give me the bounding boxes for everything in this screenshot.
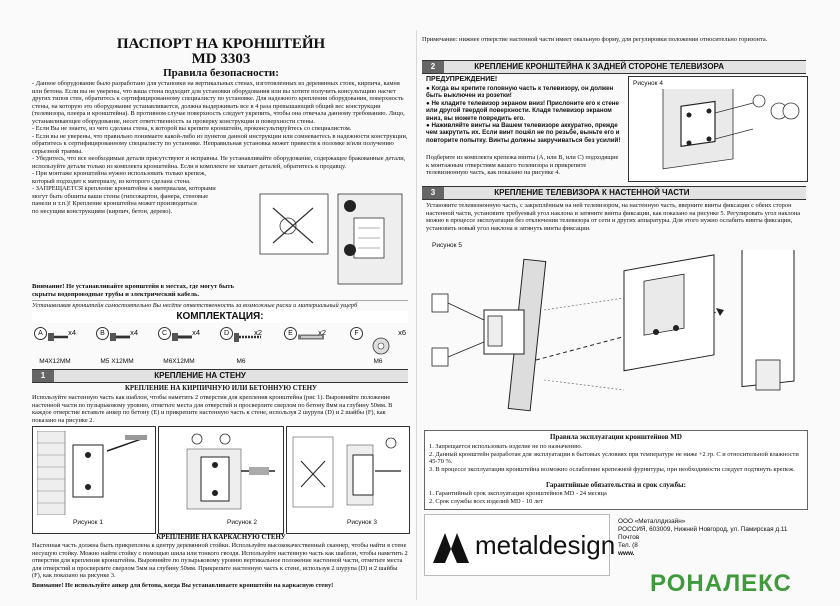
step1-subtitle: КРЕПЛЕНИЕ НА КИРПИЧНУЮ ИЛИ БЕТОННУЮ СТЕН… <box>124 385 317 392</box>
attention-text: Внимание! Не устанавливайте кронштейн в … <box>32 283 235 298</box>
kit-item-d: D x2 M6 <box>218 325 264 365</box>
figure-2-label: Рисунок 2 <box>227 519 257 526</box>
step1-header: 1 КРЕПЛЕНИЕ НА СТЕНУ <box>32 369 408 383</box>
warning-title: ПРЕДУПРЕЖДЕНИЕ! <box>426 76 498 83</box>
screw-icon <box>48 333 68 341</box>
step1-text: Используйте настенную часть как шаблон, … <box>32 394 393 424</box>
screw-icon <box>110 333 130 341</box>
kit-heading: КОМПЛЕКТАЦИЯ: <box>176 311 264 322</box>
kit-qty: x2 <box>254 328 262 337</box>
step3-title: КРЕПЛЕНИЕ ТЕЛЕВИЗОРА К НАСТЕННОЙ ЧАСТИ <box>494 188 690 197</box>
kit-heading-bar: КОМПЛЕКТАЦИЯ: <box>32 311 408 323</box>
kit-letter: E <box>284 327 297 340</box>
kit-name: M5 X12MM <box>100 358 134 365</box>
kit-letter: A <box>34 327 47 340</box>
step1-number: 1 <box>32 370 54 382</box>
guarantee-title: Гарантийные обязательства и срок службы: <box>546 481 686 489</box>
safety-text: - Данное оборудование было разработано д… <box>32 80 408 215</box>
page-fold <box>416 30 417 600</box>
frame-wall-text: Настенная часть должна быть прикреплена … <box>32 542 408 579</box>
step2-number: 2 <box>422 61 444 73</box>
brand-name: metaldesign <box>475 530 616 560</box>
figure-1-label: Рисунок 1 <box>73 519 103 526</box>
company-web: www. <box>618 550 635 557</box>
brand-mark-icon <box>431 525 471 565</box>
company-phone: Тел. (8 <box>618 542 638 549</box>
figure-4-label: Рисунок 4 <box>633 80 663 87</box>
kit-letter: B <box>96 327 109 340</box>
guarantee-text: 1. Гарантийный срок эксплуатации кронште… <box>429 490 607 505</box>
figure-2: Рисунок 2 <box>158 426 284 534</box>
company-post: Почтов <box>618 534 640 541</box>
figure-3-drawing <box>292 436 401 508</box>
model-number: MD 3303 <box>191 51 251 67</box>
disclaimer-text: Устанавливая кронштейн самостоятельно Вы… <box>32 300 408 310</box>
safety-illustration <box>259 193 403 285</box>
note-text: Примечание: нижнее отверстие настенной ч… <box>422 36 768 43</box>
kit-name: M6 <box>236 358 246 365</box>
kit-item-f: F x6 M6 <box>348 325 408 365</box>
figure-5: Рисунок 5 <box>424 236 804 428</box>
company-address: РОССИЯ, 603009, Нижний Новгород, ул. Пам… <box>618 526 788 533</box>
right-column: Примечание: нижнее отверстие настенной ч… <box>422 36 808 592</box>
frame-wall-subtitle: КРЕПЛЕНИЕ НА КАРКАСНУЮ СТЕНУ <box>156 534 286 541</box>
figure-2-drawing <box>186 433 275 510</box>
brand-logo: metaldesign <box>424 514 615 576</box>
rules-title: Правила эксплуатации кронштейнов MD <box>550 433 682 441</box>
figure-1: Рисунок 1 <box>32 426 156 534</box>
figure-1-drawing <box>37 431 148 515</box>
figure-4-drawing <box>662 89 800 170</box>
kit-qty: x6 <box>398 328 406 337</box>
kit-qty: x4 <box>192 328 200 337</box>
ronaleks-watermark: РОНАЛЕКС <box>650 570 792 597</box>
step3-text: Установите телевизионную часть, с закреп… <box>426 202 801 232</box>
warnings-list: ● Когда вы крепите головную часть к теле… <box>426 85 621 144</box>
figure-5-drawing <box>431 250 795 412</box>
kit-letter: C <box>158 327 171 340</box>
screw-icon <box>172 333 192 341</box>
kit-letter: D <box>220 327 233 340</box>
passport-title: ПАСПОРТ НА КРОНШТЕЙН <box>116 36 326 52</box>
step3-number: 3 <box>422 187 444 199</box>
kit-letter: F <box>350 327 363 340</box>
lag-bolt-icon <box>234 333 261 342</box>
frame-wall-warning: Внимание! Не используйте анкер для бетон… <box>32 582 334 589</box>
step2-title: КРЕПЛЕНИЕ КРОНШТЕЙНА К ЗАДНЕЙ СТОРОНЕ ТЕ… <box>474 62 724 71</box>
company-block: ООО «Металлдизайн» РОССИЯ, 603009, Нижни… <box>618 518 806 558</box>
rules-text: 1. Запрещается использовать изделие не п… <box>429 443 799 473</box>
kit-item-c: C x4 M6X12MM <box>156 325 202 365</box>
step1-title: КРЕПЛЕНИЕ НА СТЕНУ <box>154 371 246 380</box>
kit-name: M6X12MM <box>163 358 195 365</box>
figure-3: Рисунок 3 <box>286 426 410 534</box>
kit-item-b: B x4 M5 X12MM <box>94 325 140 365</box>
washer-icon <box>372 337 390 355</box>
kit-row: A x4 M4X12MM B x4 M5 X12MM C x4 M6X12MM … <box>32 325 408 367</box>
anchor-icon <box>298 334 324 340</box>
figure-3-label: Рисунок 3 <box>347 519 377 526</box>
kit-item-e: E x2 <box>282 325 328 365</box>
left-column: ПАСПОРТ НА КРОНШТЕЙН MD 3303 Правила без… <box>32 36 410 592</box>
kit-qty: x4 <box>130 328 138 337</box>
figure-5-label: Рисунок 5 <box>432 242 462 249</box>
kit-name: M4X12MM <box>39 358 71 365</box>
kit-qty: x2 <box>318 328 326 337</box>
step2-text: Подберите из комплекта крепежа винты (A,… <box>426 154 619 176</box>
rules-box: Правила эксплуатации кронштейнов MD 1. З… <box>424 430 808 510</box>
kit-qty: x4 <box>68 328 76 337</box>
step2-header: 2 КРЕПЛЕНИЕ КРОНШТЕЙНА К ЗАДНЕЙ СТОРОНЕ … <box>422 60 806 74</box>
kit-name: M6 <box>373 358 383 365</box>
safety-heading: Правила безопасности: <box>163 67 279 79</box>
figure-4: Рисунок 4 <box>628 76 808 182</box>
step3-header: 3 КРЕПЛЕНИЕ ТЕЛЕВИЗОРА К НАСТЕННОЙ ЧАСТИ <box>422 186 806 200</box>
kit-item-a: A x4 M4X12MM <box>32 325 78 365</box>
company-name: ООО «Металлдизайн» <box>618 518 686 525</box>
